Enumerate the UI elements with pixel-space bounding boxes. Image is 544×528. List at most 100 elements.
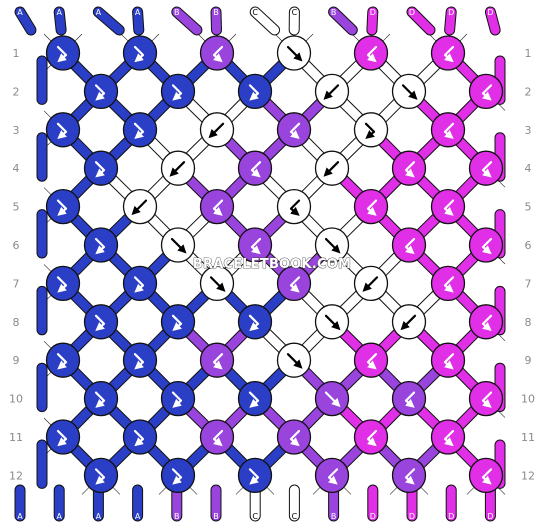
knot: [468, 227, 504, 263]
knot: [468, 150, 504, 186]
knot: [391, 150, 427, 186]
strand-segment: [93, 7, 124, 35]
string-label-top: D: [409, 8, 415, 17]
knot: [276, 188, 312, 225]
row-label-right: 12: [521, 469, 535, 482]
forward-knot-icon: [324, 314, 341, 331]
backward-forward-knot-icon: [366, 199, 378, 216]
backward-forward-knot-icon: [404, 161, 416, 178]
knot: [199, 188, 235, 225]
knot: [122, 342, 158, 378]
knot: [237, 150, 273, 186]
knot: [468, 304, 504, 340]
backward-knot-icon: [323, 161, 340, 177]
string-label-top: D: [370, 8, 376, 17]
row-label-right: 3: [525, 124, 532, 137]
backward-forward-knot-icon: [443, 45, 455, 63]
forward-backward-knot-icon: [56, 353, 68, 370]
knot: [314, 304, 350, 340]
knots: [45, 35, 504, 494]
string-label-top: A: [56, 8, 62, 17]
knot: [276, 342, 312, 378]
row-label-left: 7: [13, 277, 20, 290]
forward-backward-knot-icon: [364, 122, 376, 140]
strand-segment: [211, 7, 221, 35]
row-label-left: 2: [13, 85, 20, 98]
knot: [430, 419, 466, 455]
row-label-right: 2: [525, 85, 532, 98]
strand-segment: [250, 7, 280, 35]
knot: [199, 419, 235, 455]
string-label-top: C: [252, 8, 258, 17]
knot: [45, 35, 81, 71]
knot: [314, 380, 350, 417]
forward-knot-icon: [170, 237, 187, 254]
strand-segment: [485, 7, 500, 35]
forward-backward-knot-icon: [171, 84, 183, 101]
backward-forward-knot-icon: [443, 276, 455, 293]
string-label-bottom: A: [135, 512, 141, 521]
knot: [160, 457, 196, 494]
backward-forward-knot-icon: [289, 199, 301, 216]
knot: [45, 112, 81, 148]
knot: [83, 457, 119, 494]
backward-forward-knot-icon: [481, 84, 493, 101]
forward-backward-knot-icon: [133, 353, 145, 370]
backward-forward-knot-icon: [366, 429, 378, 447]
row-label-left: 6: [13, 239, 20, 252]
strand-segment: [407, 7, 435, 35]
forward-backward-knot-icon: [133, 429, 145, 447]
backward-forward-knot-icon: [212, 199, 224, 216]
string-label-top: B: [174, 8, 180, 17]
forward-backward-knot-icon: [248, 84, 260, 101]
forward-backward-knot-icon: [94, 468, 106, 485]
knot: [237, 227, 273, 263]
string-label-top: D: [448, 8, 454, 17]
knot: [199, 342, 235, 378]
string-label-top: A: [135, 8, 141, 17]
forward-backward-knot-icon: [94, 237, 106, 255]
string-label-bottom: C: [292, 512, 298, 521]
backward-forward-knot-icon: [250, 161, 262, 178]
forward-backward-knot-icon: [248, 314, 260, 332]
knot: [391, 73, 427, 110]
knot: [122, 265, 158, 302]
knot: [430, 35, 466, 71]
knot: [430, 265, 466, 302]
string-label-bottom: D: [409, 512, 415, 521]
knot: [468, 457, 504, 494]
strand-segment: [445, 7, 456, 35]
forward-backward-knot-icon: [56, 199, 68, 216]
knot: [122, 112, 158, 148]
row-label-left: 12: [9, 469, 23, 482]
backward-forward-knot-icon: [404, 391, 416, 408]
backward-knot-icon: [131, 199, 148, 216]
knot: [353, 265, 389, 302]
backward-forward-knot-icon: [250, 237, 262, 255]
row-label-right: 11: [521, 431, 535, 444]
knot: [353, 35, 389, 71]
knot: [83, 73, 119, 110]
knot: [160, 304, 196, 340]
knot: [391, 457, 427, 494]
backward-forward-knot-icon: [289, 429, 301, 447]
backward-knot-icon: [362, 276, 379, 292]
backward-forward-knot-icon: [212, 45, 224, 63]
backward-knot-icon: [400, 314, 417, 331]
string-label-top: A: [96, 8, 102, 17]
forward-knot-icon: [324, 391, 341, 408]
knot: [276, 112, 312, 148]
forward-knot-icon: [286, 353, 303, 369]
forward-backward-knot-icon: [56, 122, 68, 140]
forward-backward-knot-icon: [94, 314, 106, 332]
row-label-left: 3: [13, 124, 20, 137]
row-label-left: 10: [9, 393, 23, 406]
watermark: BRACELETBOOK.COM: [193, 257, 351, 272]
row-label-left: 4: [13, 162, 20, 175]
backward-forward-knot-icon: [366, 45, 378, 63]
backward-forward-knot-icon: [481, 161, 493, 178]
knot: [314, 227, 350, 263]
backward-forward-knot-icon: [289, 122, 301, 140]
string-label-top: B: [331, 8, 337, 17]
row-label-left: 11: [9, 431, 23, 444]
